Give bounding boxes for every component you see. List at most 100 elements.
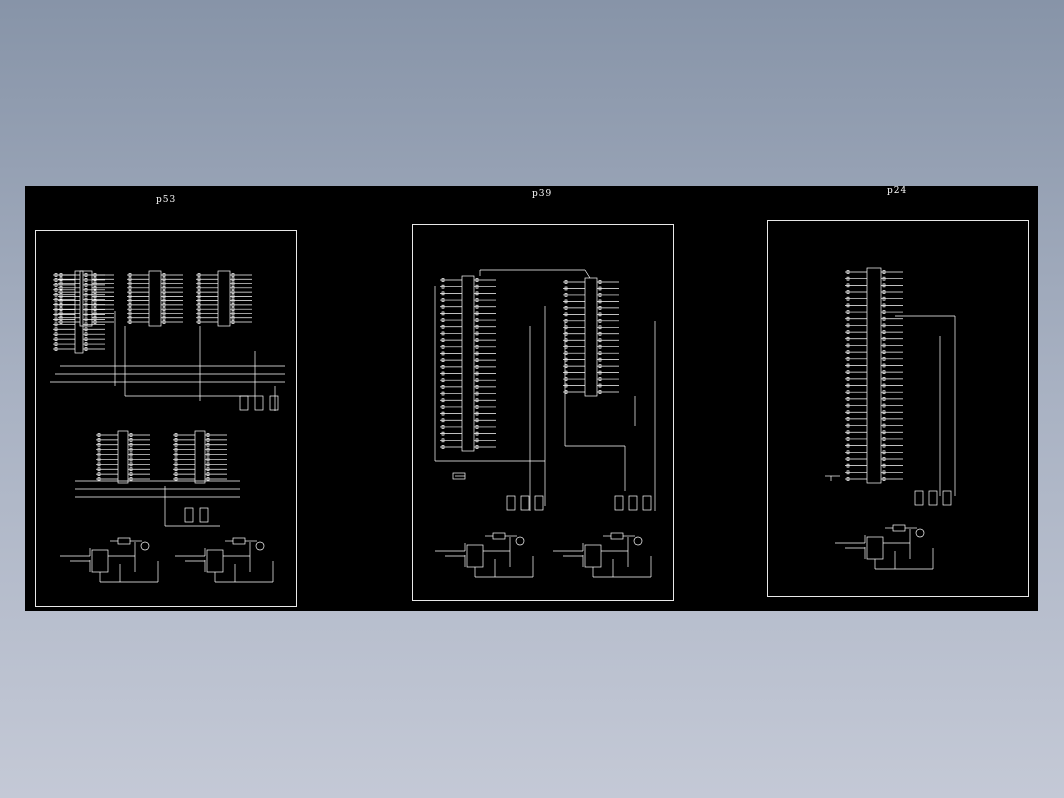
pin-mark (84, 327, 88, 332)
pin-mark (882, 397, 886, 401)
pin-mark (882, 350, 886, 354)
pin-mark (598, 286, 602, 291)
motor-symbol (515, 536, 525, 546)
pin-mark (206, 472, 210, 476)
pin-mark (162, 307, 166, 312)
pin-mark (882, 310, 886, 314)
pin-mark (882, 417, 886, 421)
pin-mark (231, 277, 235, 282)
pin-mark (441, 418, 445, 423)
pin-mark (93, 311, 97, 316)
pin-mark (197, 303, 201, 307)
pin-mark (598, 377, 602, 381)
pin-mark (129, 442, 133, 447)
resistor (928, 490, 938, 506)
pin-mark (174, 447, 178, 452)
pin-mark (441, 378, 445, 383)
pin-mark (475, 438, 479, 443)
pin-mark (598, 383, 602, 388)
pin-mark (441, 338, 445, 342)
pin-mark (59, 290, 63, 294)
pin-mark (54, 273, 58, 277)
pin-mark (475, 378, 479, 383)
pin-mark (564, 306, 568, 310)
pin-mark (84, 292, 88, 297)
drawing-canvas[interactable]: p53 p39 p24 (25, 186, 1038, 611)
pin-mark (441, 405, 445, 409)
pin-mark (197, 273, 201, 277)
pin-mark (206, 447, 210, 452)
pin-mark (846, 276, 850, 281)
pin-mark (846, 383, 850, 388)
pin-mark (206, 467, 210, 472)
pin-mark (882, 463, 886, 468)
pin-mark (162, 320, 166, 324)
pin-mark (93, 320, 97, 324)
pin-mark (475, 431, 479, 436)
driver-chip (466, 544, 484, 568)
pin-mark (54, 292, 58, 297)
pin-mark (882, 423, 886, 428)
sheet-frame-p24[interactable] (767, 220, 1029, 597)
sheet-frame-p53[interactable] (35, 230, 297, 607)
pin-mark (231, 281, 235, 286)
pin-mark (882, 457, 886, 461)
pin-mark (84, 283, 88, 287)
pin-mark (441, 371, 445, 376)
pin-mark (882, 276, 886, 281)
pin-mark (128, 303, 132, 307)
pin-mark (162, 285, 166, 290)
pin-mark (93, 307, 97, 312)
pin-mark (441, 298, 445, 302)
pin-mark (54, 278, 58, 282)
pin-mark (129, 438, 133, 442)
pin-mark (54, 297, 58, 302)
pin-mark (54, 332, 58, 337)
pin-mark (441, 291, 445, 296)
pin-mark (97, 447, 101, 452)
resistor (506, 495, 516, 511)
pin-mark (846, 356, 850, 361)
pin-mark (97, 462, 101, 467)
pin-mark (846, 477, 850, 481)
pin-mark (475, 344, 479, 349)
pin-mark (846, 303, 850, 308)
pin-mark (206, 457, 210, 462)
pin-mark (475, 318, 479, 322)
pin-mark (97, 438, 101, 442)
pin-mark (475, 405, 479, 409)
pin-mark (882, 383, 886, 388)
sheet-frame-p39[interactable] (412, 224, 674, 601)
pin-mark (54, 347, 58, 351)
pin-mark (882, 443, 886, 448)
pin-mark (197, 307, 201, 312)
pin-mark (128, 315, 132, 320)
pin-mark (174, 452, 178, 457)
pin-mark (97, 472, 101, 476)
pin-mark (564, 293, 568, 297)
pin-mark (97, 442, 101, 447)
pin-mark (846, 403, 850, 408)
pin-mark (441, 391, 445, 396)
pin-mark (846, 450, 850, 455)
pin-mark (129, 457, 133, 462)
sheet-label-p39: p39 (532, 189, 553, 199)
pin-mark (598, 299, 602, 304)
pin-mark (174, 442, 178, 447)
pin-mark (475, 338, 479, 342)
pin-mark (128, 307, 132, 312)
motor-symbol (915, 528, 925, 538)
pin-mark (129, 472, 133, 476)
pin-mark (231, 315, 235, 320)
pin-mark (162, 281, 166, 286)
pin-mark (197, 290, 201, 294)
pin-mark (475, 364, 479, 369)
pin-mark (59, 311, 63, 316)
resistor (239, 395, 249, 411)
driver-chip (91, 549, 109, 573)
pin-mark (84, 342, 88, 346)
pin-mark (206, 438, 210, 442)
pin-mark (84, 317, 88, 322)
pin-mark (206, 442, 210, 447)
ic-chip (74, 270, 84, 354)
